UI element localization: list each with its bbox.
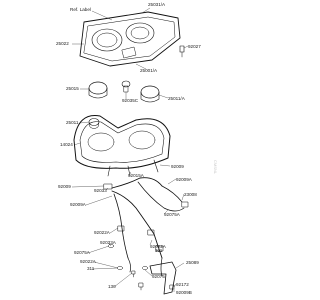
part-number-label: 92009 — [58, 184, 71, 189]
wiring-harness-part — [111, 177, 185, 277]
leader-line — [87, 245, 110, 254]
leader-line — [129, 171, 132, 175]
part-number-label: 92172 — [176, 282, 189, 287]
leader-line — [149, 239, 153, 246]
leader-line — [141, 7, 151, 14]
part-number-label: 25031/A — [148, 2, 166, 7]
part-number-label: 25001/A — [140, 68, 158, 73]
leader-line — [144, 269, 153, 277]
meter-case-part — [73, 115, 171, 177]
leader-line — [85, 195, 113, 206]
leader-line — [107, 242, 112, 247]
leader-line — [113, 272, 133, 288]
leader-line — [183, 45, 189, 49]
part-number-label: 92022A — [80, 259, 97, 264]
part-number-label: 92009A — [176, 177, 193, 182]
part-number-label: 92009B — [176, 290, 192, 295]
part-number-label: 92033A — [100, 240, 117, 245]
connector-part — [103, 183, 189, 252]
leader-line — [159, 164, 171, 167]
part-number-label: 92009 — [171, 164, 184, 169]
callout-labels: Ref. Label 25031/A 25022 92027 25001/A 25015 9… — [56, 2, 201, 295]
part-number-label: 92075A — [74, 250, 91, 255]
tachometer-part — [88, 81, 108, 99]
part-number-label: 92022A — [94, 230, 111, 235]
exploded-parts-diagram: Ref. Label 25031/A 25022 92027 25001/A 25015 9… — [56, 2, 218, 295]
meter-cover-part — [79, 11, 181, 67]
part-number-label: 311 — [87, 266, 95, 271]
leader-line — [109, 227, 119, 234]
leader-line — [167, 178, 177, 185]
part-number-label: 92075A — [164, 212, 181, 217]
part-number-label: 25011 — [66, 120, 79, 125]
leader-line — [91, 10, 113, 21]
leader-line — [71, 185, 105, 188]
leader-line — [158, 94, 169, 99]
watermark-text: CMSNL — [213, 160, 218, 175]
part-number-label: 92033 — [94, 188, 107, 193]
leader-line — [175, 262, 185, 269]
part-number-label: 92009A — [70, 202, 87, 207]
part-number-label: 25011/A — [168, 96, 186, 101]
speedometer-part — [140, 85, 160, 103]
part-number-label: 25089 — [186, 260, 199, 265]
leader-line — [156, 249, 159, 252]
part-number-label: 130 — [108, 284, 116, 289]
leader-line — [105, 187, 109, 191]
leader-line — [73, 142, 81, 146]
leader-line — [93, 261, 119, 269]
leader-line — [79, 121, 90, 124]
part-number-label: 92015A — [128, 173, 145, 178]
part-number-label: 92075 — [152, 274, 165, 279]
cable-end-part — [88, 118, 100, 129]
part-number-label: 25015 — [66, 86, 79, 91]
part-number-label: 92035C — [122, 98, 139, 103]
part-number-label: 14024 — [60, 142, 73, 147]
part-number-label: 92022A — [150, 244, 167, 249]
leader-line — [91, 267, 119, 270]
screw-part — [179, 45, 185, 58]
bolt-part — [131, 270, 175, 291]
part-number-label: 92027 — [188, 44, 201, 49]
leader-line — [163, 209, 169, 215]
part-number-label: 23008 — [184, 192, 197, 197]
part-number-label: Ref. Label — [70, 7, 91, 12]
leader-lines — [71, 7, 189, 292]
part-number-label: 311 — [155, 248, 163, 253]
leader-line — [181, 193, 185, 201]
bracket-part — [149, 261, 177, 295]
part-number-label: 25022 — [56, 41, 69, 46]
leader-line — [135, 63, 147, 70]
leader-line — [173, 283, 177, 288]
bulb-socket-part — [121, 80, 131, 93]
